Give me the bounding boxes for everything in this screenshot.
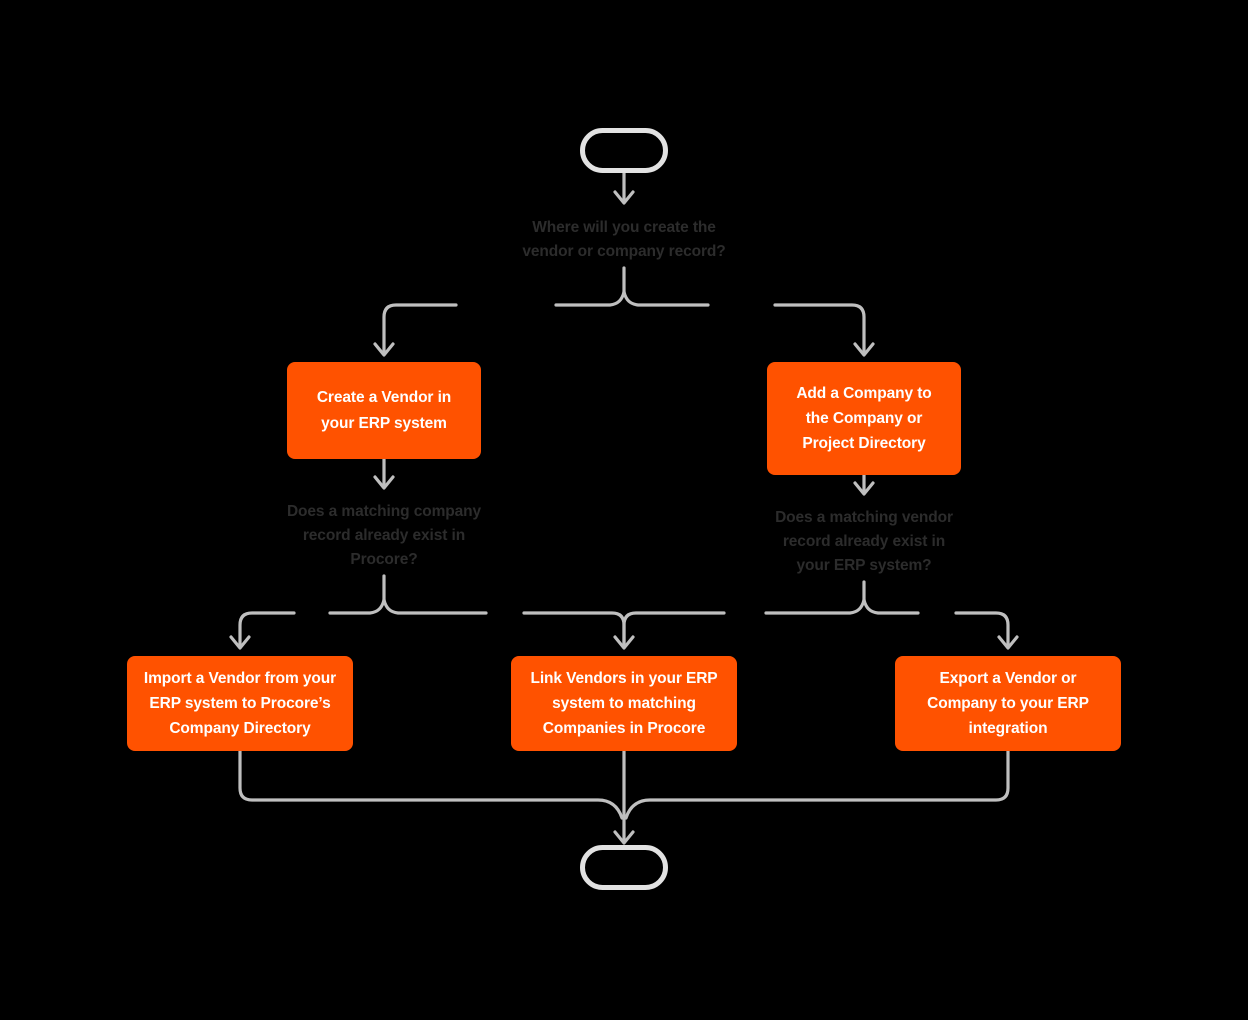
connector-export-to-end bbox=[624, 749, 1010, 820]
arrowhead-decision1-to-add-company bbox=[853, 342, 875, 357]
connector-decision1-to-add-company bbox=[773, 303, 866, 354]
arrowhead-decision2left-to-import bbox=[229, 635, 251, 650]
decision-label-matching-vendor-in-erp: Does a matching vendor record already ex… bbox=[775, 509, 953, 575]
arrowhead-create-vendor-to-decision2left bbox=[373, 475, 395, 490]
process-box-add-company-to-directory-label: Add a Company to the Company or Project … bbox=[796, 384, 932, 453]
process-box-export-vendor-to-erp-label: Export a Vendor or Company to your ERP i… bbox=[927, 669, 1089, 738]
process-box-import-vendor-to-procore[interactable]: Import a Vendor from your ERP system to … bbox=[127, 656, 353, 751]
process-box-import-vendor-to-procore-label: Import a Vendor from your ERP system to … bbox=[143, 669, 337, 738]
arrowhead-merge-to-end bbox=[613, 830, 635, 845]
connector-decision2right-split-left bbox=[764, 598, 866, 615]
connector-decision1-to-create-vendor bbox=[382, 303, 458, 354]
process-box-link-vendors-to-companies[interactable]: Link Vendors in your ERP system to match… bbox=[511, 656, 737, 751]
process-box-export-vendor-to-erp[interactable]: Export a Vendor or Company to your ERP i… bbox=[895, 656, 1121, 751]
decision-label-matching-company-in-procore: Does a matching company record already e… bbox=[286, 503, 482, 569]
arrowhead-add-company-to-decision2right bbox=[853, 481, 875, 496]
process-box-create-vendor-in-erp[interactable]: Create a Vendor in your ERP system bbox=[287, 362, 481, 459]
connector-decision2left-to-link bbox=[522, 611, 626, 647]
connector-decision2left-split-left bbox=[328, 598, 386, 615]
arrowhead-start-to-decision1 bbox=[613, 190, 635, 205]
connector-decision2right-split-right bbox=[862, 598, 920, 615]
arrowhead-decision2right-to-export bbox=[997, 635, 1019, 650]
connector-import-to-end bbox=[238, 749, 624, 820]
connector-decision2left-split-right bbox=[382, 598, 488, 615]
process-box-add-company-to-directory[interactable]: Add a Company to the Company or Project … bbox=[767, 362, 961, 475]
end-terminator-node[interactable] bbox=[580, 845, 668, 890]
connector-decision1-split-left bbox=[554, 290, 626, 307]
process-box-create-vendor-in-erp-label: Create a Vendor in your ERP system bbox=[316, 389, 452, 432]
process-box-link-vendors-to-companies-label: Link Vendors in your ERP system to match… bbox=[530, 669, 718, 738]
decision-label-where-create-record: Where will you create the vendor or comp… bbox=[522, 219, 726, 261]
connector-decision2left-to-import bbox=[238, 611, 296, 647]
connector-decision2right-to-link bbox=[622, 611, 726, 647]
arrowhead-decision2left-to-link bbox=[613, 635, 635, 650]
connector-decision1-split-right bbox=[622, 290, 710, 307]
arrowhead-decision1-to-create-vendor bbox=[373, 342, 395, 357]
connector-decision2right-to-export bbox=[954, 611, 1010, 647]
start-terminator-node[interactable] bbox=[580, 128, 668, 173]
